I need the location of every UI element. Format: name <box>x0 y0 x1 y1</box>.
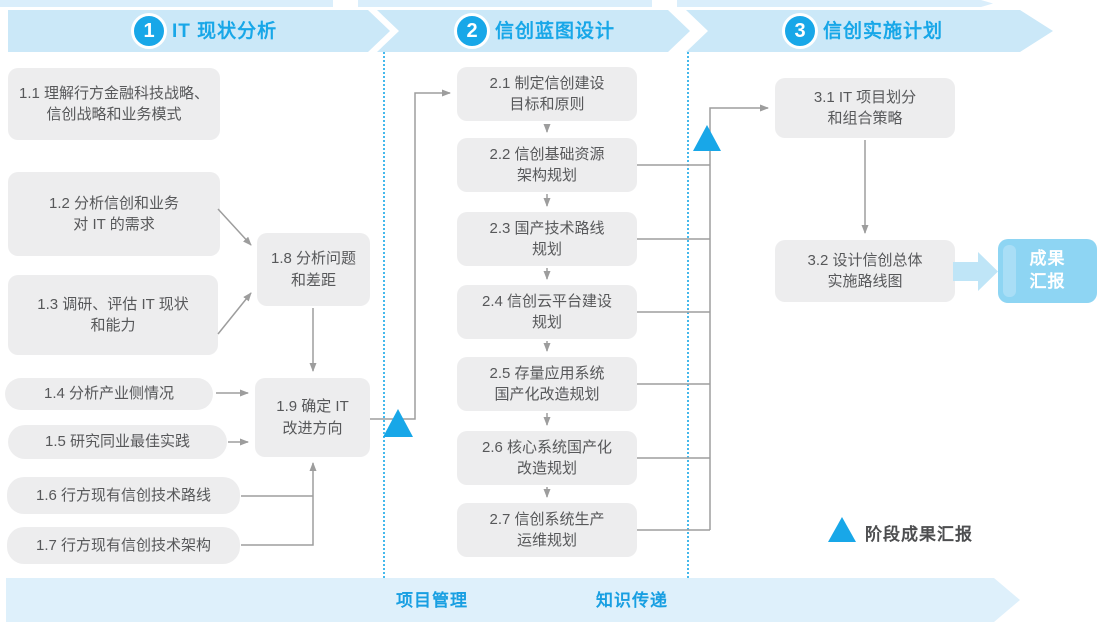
footer-item-knowledge-transfer: 知识传递 <box>596 591 668 610</box>
phase1-number-badge: 1 <box>131 13 167 49</box>
top-strip-segment <box>677 0 993 7</box>
step-text: 信创战略和业务模式 <box>46 106 182 123</box>
phase3-banner <box>686 10 1053 52</box>
step-text: 3.1 IT 项目划分 <box>813 88 917 106</box>
step-text: 对 IT 的需求 <box>73 216 155 233</box>
phase-boundary-2-3 <box>687 52 689 578</box>
step-text: 1.6 行方现有信创技术路线 <box>35 486 212 504</box>
step-box-2-2: 2.2 信创基础资源 架构规划 <box>457 138 637 192</box>
step-box-1-7: 1.7 行方现有信创技术架构 <box>7 527 240 564</box>
top-strip-segment <box>358 0 652 7</box>
step-box-1-8: 1.8 分析问题 和差距 <box>257 233 370 306</box>
step-box-1-2: 1.2 分析信创和业务 对 IT 的需求 <box>8 172 220 256</box>
step-text: 国产化改造规划 <box>494 386 600 403</box>
step-text: 规划 <box>531 241 562 258</box>
step-text: 3.2 设计信创总体 <box>807 251 923 269</box>
step-text: 和能力 <box>90 317 136 334</box>
step-box-2-7: 2.7 信创系统生产 运维规划 <box>457 503 637 557</box>
step-text: 和差距 <box>290 271 336 289</box>
report-text: 成果 <box>1029 249 1066 269</box>
footer-banner <box>6 578 1020 622</box>
report-thick-arrow <box>953 252 998 291</box>
top-strip-segment <box>0 0 333 7</box>
milestone-triangle-phase2 <box>693 125 721 151</box>
step-box-2-1: 2.1 制定信创建设 目标和原则 <box>457 67 637 121</box>
step-text: 1.2 分析信创和业务 <box>48 194 180 212</box>
phase-boundary-1-2 <box>383 52 385 578</box>
step-box-2-6: 2.6 核心系统国产化 改造规划 <box>457 431 637 485</box>
step-box-1-9: 1.9 确定 IT 改进方向 <box>255 378 370 457</box>
step-text: 1.8 分析问题 <box>270 250 357 268</box>
phase3-number-badge: 3 <box>782 13 818 49</box>
step-text: 实施路线图 <box>827 273 903 290</box>
step-box-1-1: 1.1 理解行方金融科技战略、 信创战略和业务模式 <box>8 68 220 140</box>
step-text: 1.7 行方现有信创技术架构 <box>35 536 212 554</box>
step-box-1-3: 1.3 调研、评估 IT 现状 和能力 <box>8 275 218 355</box>
phase1-title: IT 现状分析 <box>172 21 278 42</box>
step-text: 1.3 调研、评估 IT 现状 <box>37 295 189 313</box>
step-box-3-1: 3.1 IT 项目划分 和组合策略 <box>775 78 955 138</box>
step-text: 2.2 信创基础资源 <box>489 145 605 163</box>
step-text: 1.9 确定 IT <box>276 398 349 416</box>
step-text: 2.4 信创云平台建设 <box>481 292 613 310</box>
step-text: 1.1 理解行方金融科技战略、 <box>18 84 210 102</box>
phase3-title: 信创实施计划 <box>823 21 944 42</box>
step-box-2-5: 2.5 存量应用系统 国产化改造规划 <box>457 357 637 411</box>
step-text: 2.1 制定信创建设 <box>489 74 605 92</box>
step-text: 1.5 研究同业最佳实践 <box>44 433 191 451</box>
step-box-1-4: 1.4 分析产业侧情况 <box>5 378 213 410</box>
step-text: 改进方向 <box>282 419 343 437</box>
step-box-1-6: 1.6 行方现有信创技术路线 <box>7 477 240 514</box>
step-text: 目标和原则 <box>509 96 585 113</box>
milestone-triangle-phase1 <box>383 409 413 437</box>
step-box-3-2: 3.2 设计信创总体 实施路线图 <box>775 240 955 302</box>
legend-triangle-icon <box>828 517 856 542</box>
phase2-title: 信创蓝图设计 <box>495 21 616 42</box>
step-text: 1.4 分析产业侧情况 <box>43 385 175 403</box>
step-text: 改造规划 <box>516 460 577 477</box>
step-text: 2.7 信创系统生产 <box>489 510 605 528</box>
step-box-2-3: 2.3 国产技术路线 规划 <box>457 212 637 266</box>
step-box-1-5: 1.5 研究同业最佳实践 <box>8 425 227 459</box>
phase2-number-badge: 2 <box>454 13 490 49</box>
report-box-highlight <box>1003 245 1016 297</box>
result-report-box: 成果 汇报 <box>998 239 1097 303</box>
phase2-banner <box>377 10 690 52</box>
step-text: 2.3 国产技术路线 <box>489 219 605 237</box>
step-text: 2.5 存量应用系统 <box>489 364 605 382</box>
step-box-2-4: 2.4 信创云平台建设 规划 <box>457 285 637 339</box>
phase1-banner <box>8 10 390 52</box>
report-text: 汇报 <box>1029 272 1066 291</box>
footer-item-project-management: 项目管理 <box>396 591 468 610</box>
step-text: 运维规划 <box>516 532 577 549</box>
step-text: 和组合策略 <box>827 110 903 127</box>
step-text: 规划 <box>531 314 562 331</box>
step-text: 2.6 核心系统国产化 <box>481 438 613 456</box>
step-text: 架构规划 <box>516 167 577 184</box>
legend-label: 阶段成果汇报 <box>865 525 973 544</box>
